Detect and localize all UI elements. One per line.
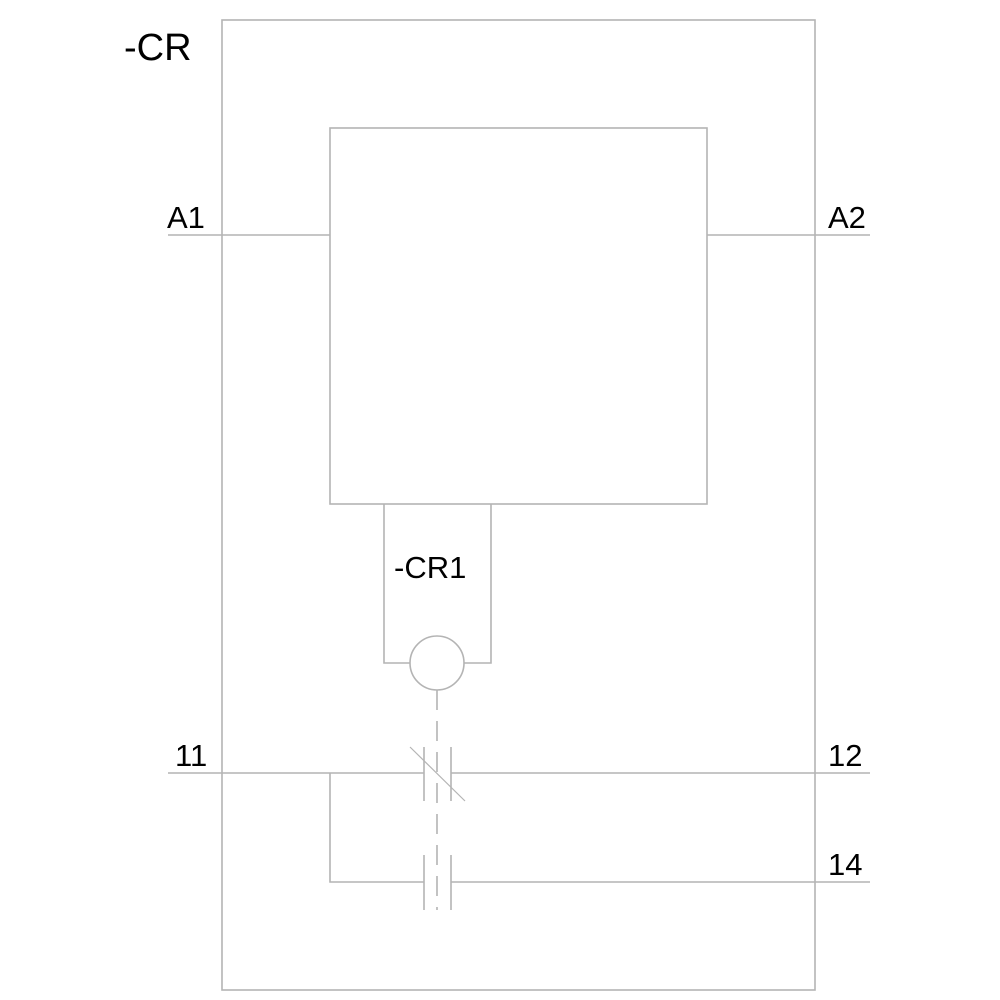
terminal-14-label: 14 [828, 847, 862, 882]
terminal-12-label: 12 [828, 738, 862, 773]
linkage-circle-icon [409, 635, 465, 691]
contact-block-right [464, 504, 492, 664]
nc-contact-slash-icon [409, 746, 466, 802]
contact-block-label: -CR1 [394, 550, 466, 585]
device-label: -CR [124, 27, 192, 69]
device-frame [221, 19, 816, 991]
contact-block-left [383, 504, 410, 664]
coil-box [329, 127, 708, 505]
terminal-11-label: 11 [175, 738, 207, 773]
terminal-a2-label: A2 [828, 200, 866, 235]
no-branch-wire [329, 773, 424, 883]
terminal-a1-label: A1 [167, 200, 205, 235]
